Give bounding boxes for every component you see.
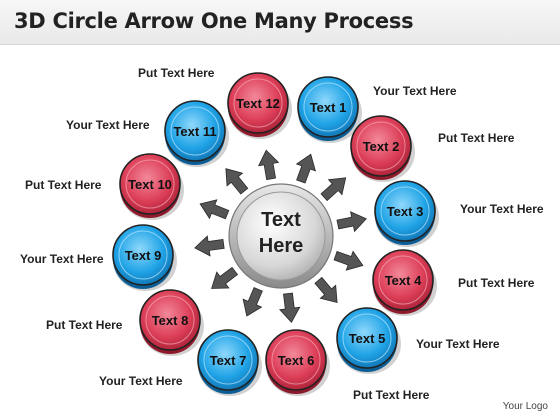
node-text-5: Text 5 [336,307,401,374]
node-text-12: Text 12 [227,72,292,139]
title-bar: 3D Circle Arrow One Many Process [0,0,560,45]
arrow-text-4 [333,250,364,271]
side-label-text-3: Your Text Here [460,202,544,216]
side-label-text-5: Your Text Here [416,337,500,351]
arrow-text-3 [336,211,367,233]
node-label: Text 8 [152,313,189,328]
node-text-4: Text 4 [372,249,437,316]
arrow-text-8 [211,266,239,289]
side-label-text-10: Put Text Here [25,178,102,192]
node-label: Text 9 [125,248,162,263]
node-text-6: Text 6 [265,329,330,396]
arrow-text-10 [199,199,230,220]
node-text-3: Text 3 [374,180,439,247]
arrow-text-11 [225,168,249,195]
logo-text: Your Logo [502,401,548,412]
node-label: Text 4 [385,273,422,288]
node-label: Text 2 [363,139,400,154]
side-label-text-6: Put Text Here [353,388,430,402]
node-label: Text 10 [128,177,172,192]
node-label: Text 3 [387,204,424,219]
arrow-text-12 [258,149,280,181]
node-text-8: Text 8 [139,289,204,356]
side-label-text-7: Your Text Here [99,374,183,388]
node-label: Text 6 [278,353,315,368]
node-text-11: Text 11 [164,100,229,167]
arrow-text-9 [194,235,225,257]
side-label-text-12: Put Text Here [138,66,215,80]
node-text-2: Text 2 [350,115,415,182]
node-text-1: Text 1 [297,76,362,143]
side-label-text-9: Your Text Here [20,252,104,266]
arrow-text-1 [295,153,316,184]
node-text-9: Text 9 [112,224,177,291]
node-text-10: Text 10 [119,153,184,220]
arrows-layer [194,149,367,324]
node-label: Text 7 [210,353,247,368]
node-label: Text 5 [349,331,386,346]
arrow-text-2 [320,177,347,202]
side-label-text-11: Your Text Here [66,118,150,132]
node-label: Text 1 [310,100,347,115]
center-text-line-2: Here [259,235,303,257]
nodes-layer: Text 12 Text 1 Text 2 Text 3 Text 4 Text 5 Tex… [112,72,439,396]
arrow-text-6 [279,292,301,324]
node-label: Text 12 [236,96,280,111]
node-label: Text 11 [173,124,216,139]
side-label-text-8: Put Text Here [46,318,123,332]
arrow-text-5 [314,276,338,304]
side-label-text-4: Put Text Here [458,276,535,290]
page-title: 3D Circle Arrow One Many Process [14,9,414,33]
side-label-text-1: Your Text Here [373,84,457,98]
arrow-text-7 [242,287,263,317]
side-label-text-2: Put Text Here [438,131,515,145]
center-hub: Text Here [228,183,334,289]
node-text-7: Text 7 [197,329,262,396]
center-text-line-1: Text [261,209,301,231]
